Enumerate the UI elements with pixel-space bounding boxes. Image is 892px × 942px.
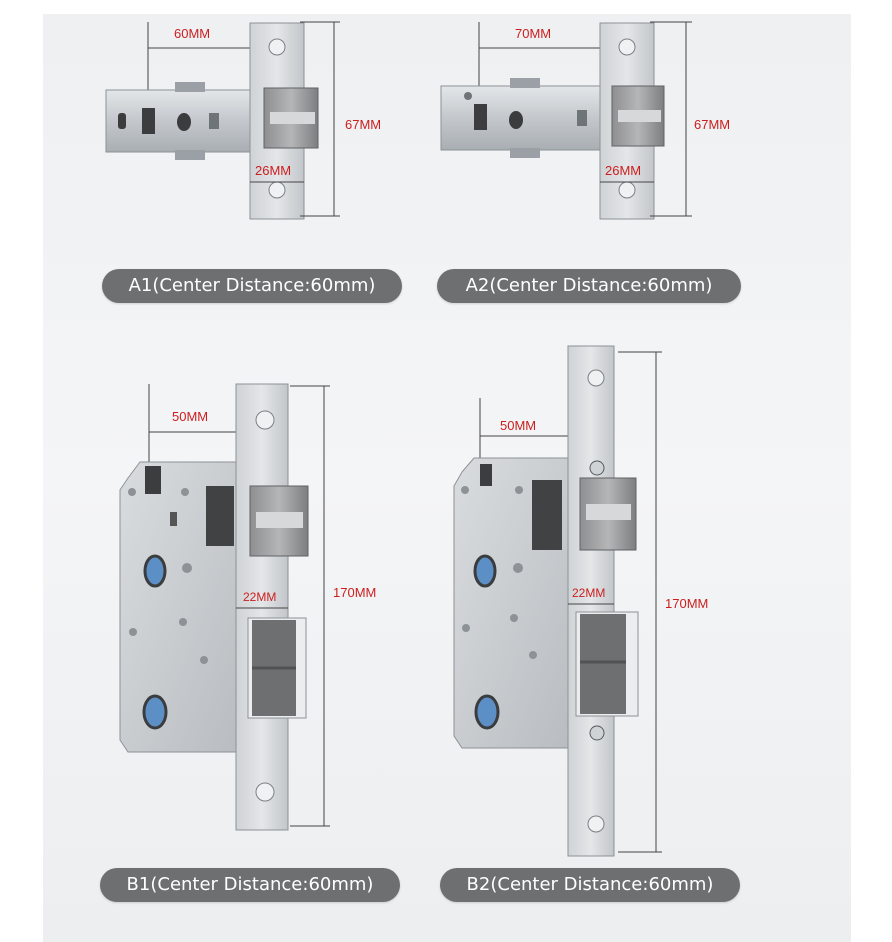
b1-backset-label: 50MM xyxy=(172,409,209,424)
lock-a1-illustration xyxy=(105,21,340,220)
caption-a2: A2(Center Distance:60mm) xyxy=(437,269,741,303)
lock-b2-illustration xyxy=(453,345,662,857)
a2-backset-label: 70MM xyxy=(515,26,552,41)
b1-height-label: 170MM xyxy=(333,585,377,600)
b2-backset-label: 50MM xyxy=(500,418,537,433)
b1-faceplate-width-label: 22MM xyxy=(243,590,277,604)
a1-height-label: 67MM xyxy=(345,117,382,132)
b2-faceplate-width-label: 22MM xyxy=(572,586,606,600)
a2-faceplate-width-label: 26MM xyxy=(605,163,642,178)
caption-a1: A1(Center Distance:60mm) xyxy=(102,269,402,303)
a2-height-label: 67MM xyxy=(694,117,731,132)
lock-b1-illustration xyxy=(119,383,330,831)
b2-height-label: 170MM xyxy=(665,596,709,611)
caption-b1: B1(Center Distance:60mm) xyxy=(100,868,400,902)
caption-b2: B2(Center Distance:60mm) xyxy=(440,868,740,902)
a1-backset-label: 60MM xyxy=(174,26,211,41)
lock-a2-illustration xyxy=(440,21,692,220)
a1-faceplate-width-label: 26MM xyxy=(255,163,292,178)
